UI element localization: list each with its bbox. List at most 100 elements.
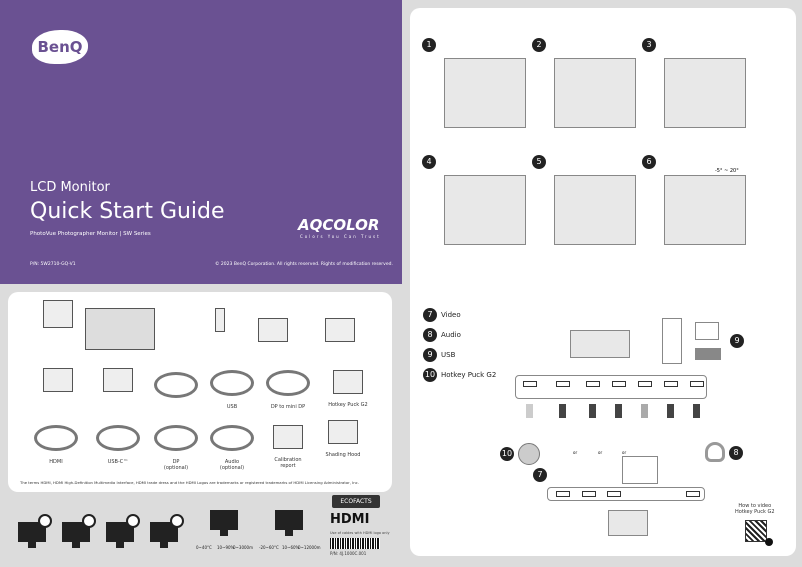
callout-10: 10 (500, 447, 514, 461)
legend-number: 10 (423, 368, 437, 382)
computer-port (686, 491, 700, 497)
step-5-number: 5 (532, 155, 546, 169)
tilt-range: -5° ~ 20° (715, 168, 739, 174)
sd-card-illustration (695, 322, 719, 340)
play-icon (765, 538, 773, 546)
step-2-number: 2 (532, 38, 546, 52)
monitor-port (523, 381, 537, 387)
legend-label: Audio (441, 331, 461, 339)
legend-usb: 9 USB (423, 348, 455, 362)
legend-audio: 8 Audio (423, 328, 461, 342)
cable-plug (641, 404, 648, 418)
legend-label: Video (441, 311, 461, 319)
item-safety-doc (90, 368, 146, 400)
legend-number: 8 (423, 328, 437, 342)
cable-plug (615, 404, 622, 418)
no-heat-icon (150, 514, 184, 548)
monitor-ports-panel (515, 375, 707, 399)
step-4-number: 4 (422, 155, 436, 169)
hdmi-subtext: Use of cables with HDMI logo only (330, 531, 390, 535)
hdmi-trademark-note: The terms HDMI, HDMI High-Definition Mul… (20, 480, 359, 485)
item-label: Audio (optional) (219, 459, 245, 471)
item-dp-mini-dp-cable: DP to mini DP (260, 370, 316, 410)
legend-number: 9 (423, 348, 437, 362)
cover-panel: BenQ LCD Monitor Quick Start Guide Photo… (0, 0, 402, 284)
computer-port (556, 491, 570, 497)
item-label: Shading Hood (325, 452, 361, 458)
computer-port (582, 491, 596, 497)
video-qr-code[interactable] (745, 520, 767, 542)
or-label: or (573, 450, 578, 455)
or-label: or (622, 450, 627, 455)
item-dp-cable: DP (optional) (148, 425, 204, 471)
power-on-icon (210, 510, 238, 536)
legend-number: 7 (423, 308, 437, 322)
item-manual (312, 318, 368, 350)
item-hotkey-puck: Hotkey Puck G2 (320, 370, 376, 408)
monitor-port (556, 381, 570, 387)
operating-temp: 0~40°C (196, 545, 212, 550)
step-1-illustration (444, 58, 526, 128)
storage-altitude: 0~12000m (298, 545, 321, 550)
copyright: © 2023 BenQ Corporation. All rights rese… (215, 262, 393, 267)
cable-plug (526, 404, 533, 418)
step-3-illustration (664, 58, 746, 128)
legend-hotkey-puck-g2: 10 Hotkey Puck G2 (423, 368, 496, 382)
barcode-text: P/N: 4J.1000C.001 (330, 551, 367, 556)
no-tools-icon (106, 514, 140, 548)
aqcolor-tagline: Colors You Can Trust (300, 234, 381, 239)
usb-stick-illustration (695, 348, 721, 360)
callout-9: 9 (730, 334, 744, 348)
item-calibration-report: Calibration report (260, 425, 316, 469)
storage-temp: -20~60°C (259, 545, 279, 550)
item-stand-column (192, 308, 248, 340)
step-2-illustration (554, 58, 636, 128)
monitor-back-illustration (570, 330, 630, 358)
step-1-number: 1 (422, 38, 436, 52)
computer-port (607, 491, 621, 497)
step-4-illustration (444, 175, 526, 245)
guide-subtitle: PhotoVue Photographer Monitor | SW Serie… (30, 231, 151, 237)
headphones-illustration (705, 442, 725, 462)
item-audio-cable: Audio (optional) (204, 425, 260, 471)
product-type: LCD Monitor (30, 180, 110, 195)
legend-video: 7 Video (423, 308, 461, 322)
operating-humidity: 10~90% (217, 545, 235, 550)
monitor-port (638, 381, 652, 387)
monitor-port (612, 381, 626, 387)
legend-label: Hotkey Puck G2 (441, 371, 497, 379)
benq-logo: BenQ (32, 30, 88, 64)
barcode (330, 538, 380, 549)
item-hdmi-cable: HDMI (28, 425, 84, 465)
no-liquid-icon (18, 514, 52, 548)
cable-plug (589, 404, 596, 418)
operating-altitude: 0~3000m (233, 545, 253, 550)
item-power-cable (148, 372, 204, 406)
ecofacts-logo: ECOFACTS (332, 495, 380, 508)
step-5-illustration (554, 175, 636, 245)
laptop-illustration (622, 456, 658, 484)
item-warranty-doc (30, 368, 86, 400)
cable-plug (667, 404, 674, 418)
monitor-port (664, 381, 678, 387)
callout-8: 8 (729, 446, 743, 460)
computer-ports-panel (547, 487, 705, 501)
item-label: Calibration report (274, 457, 302, 469)
cable-plug (693, 404, 700, 418)
item-box (30, 300, 86, 336)
item-label: DP (optional) (163, 459, 189, 471)
power-off-icon (275, 510, 303, 536)
item-label: DP to mini DP (270, 404, 306, 410)
callout-7: 7 (533, 468, 547, 482)
legend-label: USB (441, 351, 456, 359)
part-number: P/N: 5W2710-GQ-V1 (30, 262, 76, 267)
item-stand-base (245, 318, 301, 350)
qr-title: How to video Hotkey Puck G2 (735, 503, 775, 515)
hdmi-logo: HDMI (330, 512, 370, 527)
item-label: USB (226, 404, 238, 410)
or-label: or (598, 450, 603, 455)
monitor-port (690, 381, 704, 387)
item-shading-hood: Shading Hood (315, 420, 371, 458)
hotkey-puck-illustration (518, 443, 540, 465)
item-label: HDMI (49, 459, 63, 465)
